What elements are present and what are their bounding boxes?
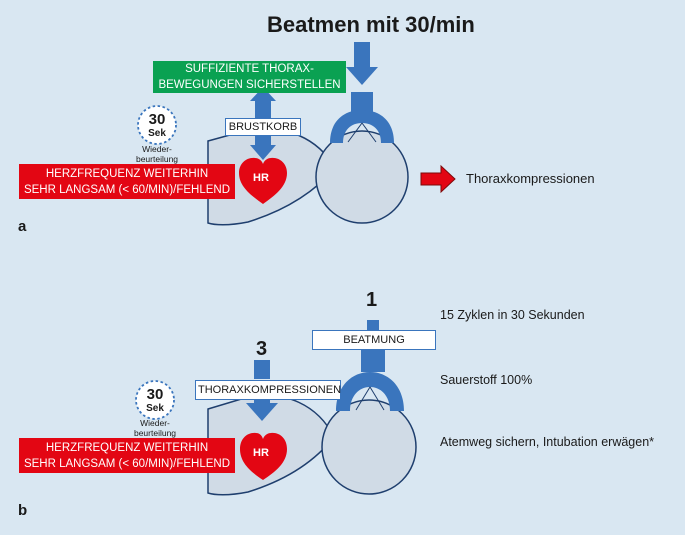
heart-rate-alert: HERZFREQUENZ WEITERHIN SEHR LANGSAM (< 6… [19, 164, 235, 199]
panel-a-label: a [18, 218, 27, 235]
sufficient-chest-box: SUFFIZIENTE THORAX- BEWEGUNGEN SICHERSTE… [153, 61, 346, 93]
note-cycles: 15 Zyklen in 30 Sekunden [440, 308, 585, 322]
alert-line-1: HERZFREQUENZ WEITERHIN [45, 167, 209, 180]
reassess-line-2-b: beurteilung [133, 428, 177, 438]
green-box-line-2: BEWEGUNGEN SICHERSTELLEN [158, 79, 341, 91]
panel-b-label: b [18, 502, 28, 519]
timer-circle-b [135, 380, 175, 420]
ventilation-mask-icon-b [336, 372, 404, 411]
reassess-line-1-b: Wieder- [140, 418, 170, 428]
timer-circle [137, 105, 177, 145]
step-1-number: 1 [366, 289, 378, 311]
chest-label: BRUSTKORB [225, 118, 301, 136]
heart-icon-b [240, 432, 287, 480]
note-oxygen: Sauerstoff 100% [440, 373, 533, 387]
step-3-number: 3 [256, 338, 268, 360]
panel-a-title: Beatmen mit 30/min [267, 12, 475, 37]
alert-line-2: SEHR LANGSAM (< 60/MIN)/FEHLEND [23, 183, 231, 196]
infant-head [315, 130, 409, 224]
heart-label-b: HR [253, 447, 269, 459]
panel-b-illustration [135, 320, 417, 496]
mask-stem [351, 92, 373, 112]
timer-value-b: 30 [146, 386, 164, 403]
infant-head-b [321, 399, 417, 495]
note-airway: Atemweg sichern, Intubation erwägen* [440, 435, 655, 449]
ventilation-label: BEATMUNG [312, 330, 436, 350]
next-step-arrow [420, 164, 456, 194]
timer-value: 30 [148, 111, 166, 128]
timer-unit-b: Sek [146, 403, 164, 414]
reassess-line-2: beurteilung [135, 154, 179, 164]
compression-arrow [246, 360, 278, 421]
green-box-line-1: SUFFIZIENTE THORAX- [185, 63, 314, 75]
reassess-line-1: Wieder- [142, 144, 172, 154]
alert-line-2-b: SEHR LANGSAM (< 60/MIN)/FEHLEND [23, 457, 231, 470]
alert-line-1-b: HERZFREQUENZ WEITERHIN [45, 441, 209, 454]
next-step-label: Thoraxkompressionen [466, 171, 595, 186]
ventilation-mask-icon [330, 110, 394, 143]
compression-label: THORAXKOMPRESSIONEN [195, 380, 341, 400]
heart-rate-alert-b: HERZFREQUENZ WEITERHIN SEHR LANGSAM (< 6… [19, 438, 235, 473]
timer-unit: Sek [148, 128, 166, 139]
ventilate-arrow [346, 42, 378, 85]
mask-stem-b [367, 320, 379, 332]
heart-icon [239, 157, 287, 204]
heart-label: HR [253, 172, 269, 184]
